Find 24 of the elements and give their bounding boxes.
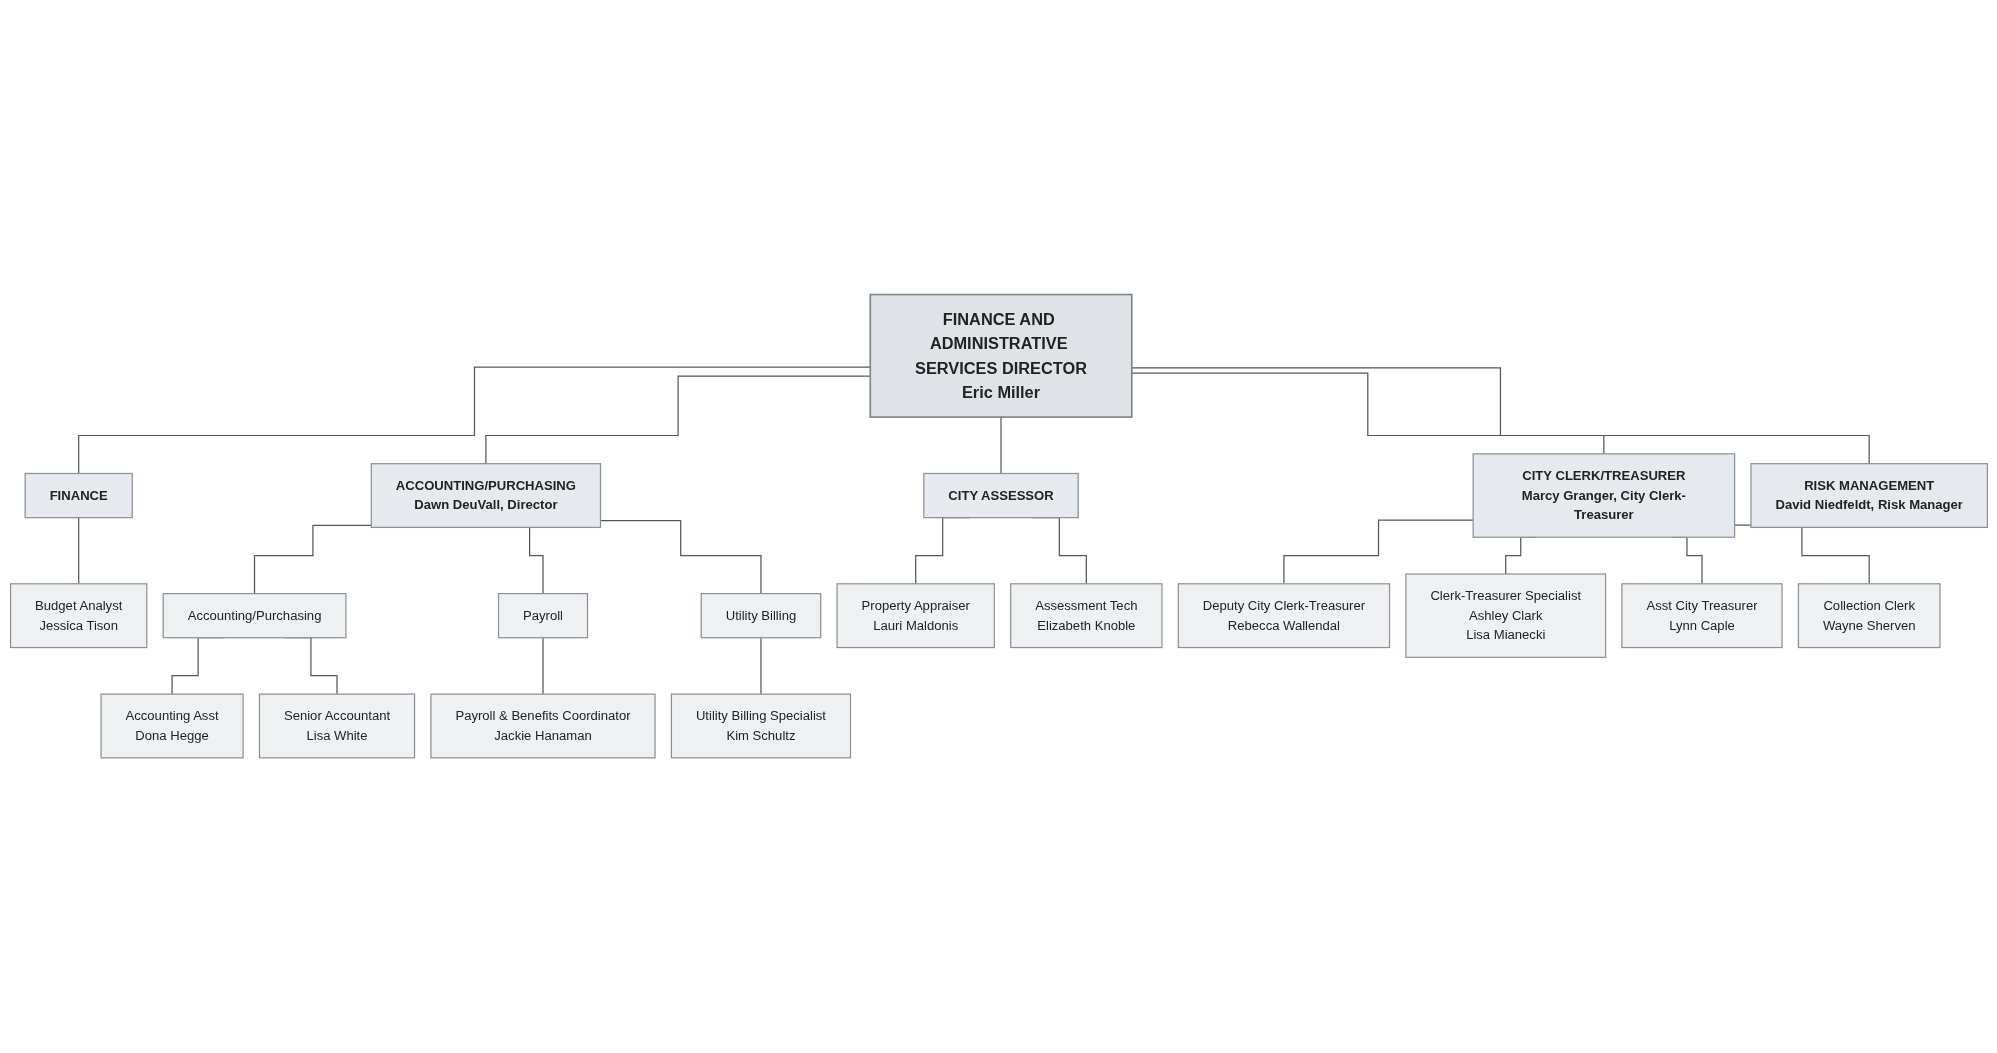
- node-box: Clerk-Treasurer Specialist Ashley Clark Lisa Mianecki: [1404, 573, 1606, 659]
- node-box: CITY CLERK/TREASURER Marcy Granger, City Clerk-Treasurer: [1472, 453, 1735, 539]
- connector: [541, 637, 544, 696]
- connector: [759, 637, 762, 696]
- node-box: RISK MANAGEMENT David Niedfeldt, Risk Manager: [1749, 463, 1988, 529]
- node-box: Accounting/Purchasing: [162, 593, 347, 639]
- node-box: Property Appraiser Lauri Maldonis: [835, 583, 995, 649]
- node-box: ACCOUNTING/PURCHASING Dawn DeuVall, Director: [370, 463, 601, 529]
- connector: [77, 517, 79, 585]
- node-box: Asst City Treasurer Lynn Caple: [1620, 583, 1783, 649]
- node-box: Utility Billing: [700, 593, 821, 639]
- node-box: Utility Billing Specialist Kim Schultz: [670, 693, 851, 759]
- connector: [999, 416, 1002, 475]
- node-box: Payroll & Benefits Coordinator Jackie Hanaman: [429, 693, 656, 759]
- node-box: FINANCE AND ADMINISTRATIVE SERVICES DIRECTOR Eric Miller: [869, 294, 1133, 419]
- node-box: Accounting Asst Dona Hegge: [99, 693, 244, 759]
- node-box: CITY ASSESSOR: [922, 473, 1079, 519]
- node-box: Assessment Tech Elizabeth Knoble: [1009, 583, 1163, 649]
- node-box: Budget Analyst Jessica Tison: [9, 583, 147, 649]
- node-box: Collection Clerk Wayne Sherven: [1797, 583, 1941, 649]
- node-box: Deputy City Clerk-Treasurer Rebecca Wallendal: [1177, 583, 1390, 649]
- node-box: FINANCE: [24, 473, 133, 519]
- node-box: Payroll: [497, 593, 588, 639]
- node-box: Senior Accountant Lisa White: [258, 693, 415, 759]
